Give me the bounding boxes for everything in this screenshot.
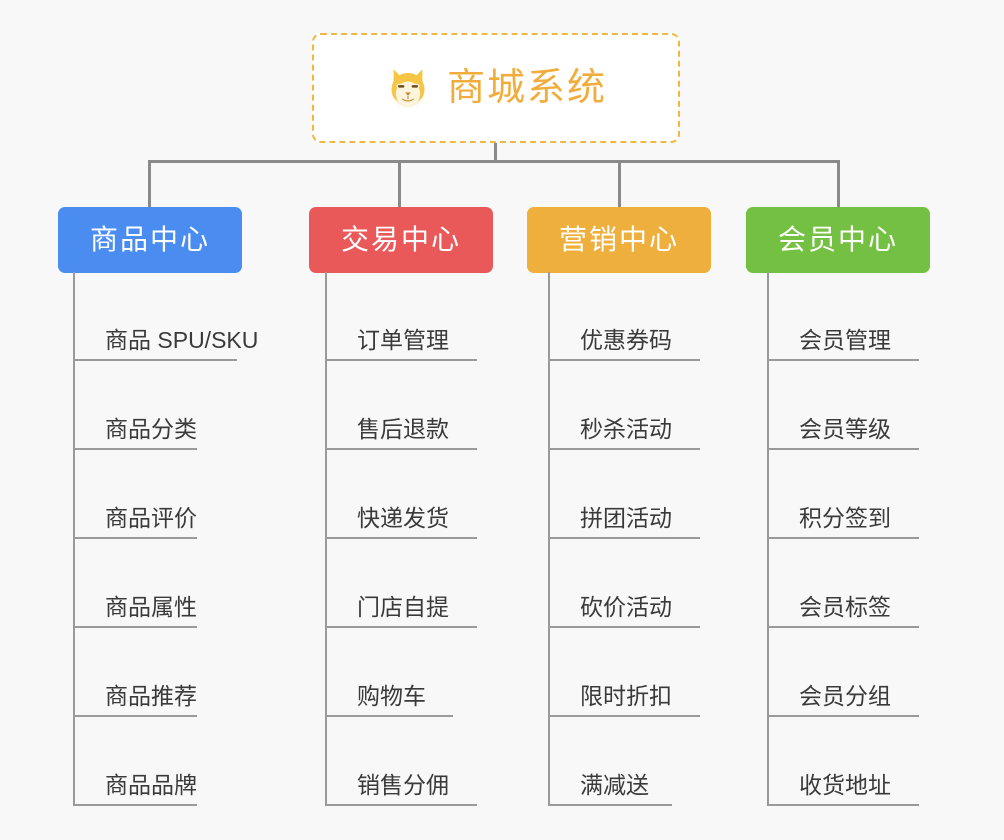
- leaf-item[interactable]: 商品属性: [73, 539, 273, 628]
- connector-horizontal-bus: [149, 160, 840, 163]
- leaf-item[interactable]: 商品推荐: [73, 628, 273, 717]
- leaf-item-label: 满减送: [580, 771, 649, 798]
- leaf-item-label: 商品推荐: [105, 682, 197, 709]
- leaf-item-label: 会员管理: [799, 326, 891, 353]
- leaf-column-member-center: 会员管理 会员等级 积分签到 会员标签 会员分组 收货地址: [767, 272, 967, 806]
- leaf-item-label: 销售分佣: [357, 771, 449, 798]
- leaf-item[interactable]: 砍价活动: [548, 539, 748, 628]
- category-box-member-center[interactable]: 会员中心: [746, 207, 930, 273]
- category-box-trade-center[interactable]: 交易中心: [309, 207, 493, 273]
- leaf-item[interactable]: 订单管理: [325, 272, 525, 361]
- column-trunk-line: [548, 272, 550, 806]
- column-trunk-line: [767, 272, 769, 806]
- leaf-item[interactable]: 满减送: [548, 717, 748, 806]
- leaf-item-label: 购物车: [357, 682, 426, 709]
- leaf-item-label: 限时折扣: [580, 682, 672, 709]
- leaf-item[interactable]: 优惠券码: [548, 272, 748, 361]
- leaf-item-label: 商品评价: [105, 504, 197, 531]
- connector-to-category-2: [618, 160, 621, 207]
- category-label: 营销中心: [558, 224, 679, 255]
- leaf-item[interactable]: 商品品牌: [73, 717, 273, 806]
- connector-root-stem: [494, 143, 497, 163]
- leaf-item-label: 快递发货: [357, 504, 449, 531]
- leaf-item[interactable]: 会员分组: [767, 628, 967, 717]
- connector-to-category-0: [148, 160, 151, 207]
- leaf-item[interactable]: 商品 SPU/SKU: [73, 272, 273, 361]
- connector-to-category-1: [398, 160, 401, 207]
- leaf-item-label: 砍价活动: [580, 593, 672, 620]
- leaf-item[interactable]: 拼团活动: [548, 450, 748, 539]
- leaf-item-label: 商品 SPU/SKU: [105, 326, 259, 353]
- leaf-item-label: 拼团活动: [580, 504, 672, 531]
- leaf-item[interactable]: 会员等级: [767, 361, 967, 450]
- leaf-item[interactable]: 购物车: [325, 628, 525, 717]
- leaf-item[interactable]: 售后退款: [325, 361, 525, 450]
- leaf-item-label: 商品品牌: [105, 771, 197, 798]
- column-trunk-line: [325, 272, 327, 806]
- leaf-item[interactable]: 门店自提: [325, 539, 525, 628]
- leaf-column-product-center: 商品 SPU/SKU 商品分类 商品评价 商品属性 商品推荐 商品品牌: [73, 272, 273, 806]
- category-label: 商品中心: [89, 224, 210, 255]
- leaf-item[interactable]: 积分签到: [767, 450, 967, 539]
- leaf-item[interactable]: 会员标签: [767, 539, 967, 628]
- leaf-item-label: 秒杀活动: [580, 415, 672, 442]
- leaf-item[interactable]: 收货地址: [767, 717, 967, 806]
- leaf-item-label: 会员等级: [799, 415, 891, 442]
- leaf-item-label: 收货地址: [799, 771, 891, 798]
- connector-to-category-3: [837, 160, 840, 207]
- category-box-marketing-center[interactable]: 营销中心: [527, 207, 711, 273]
- leaf-item[interactable]: 商品分类: [73, 361, 273, 450]
- leaf-item[interactable]: 秒杀活动: [548, 361, 748, 450]
- leaf-item-label: 积分签到: [799, 504, 891, 531]
- leaf-item[interactable]: 销售分佣: [325, 717, 525, 806]
- leaf-item[interactable]: 限时折扣: [548, 628, 748, 717]
- category-label: 会员中心: [777, 224, 898, 255]
- root-node-label: 商城系统: [446, 67, 607, 109]
- leaf-item-label: 会员标签: [799, 593, 891, 620]
- leaf-item[interactable]: 商品评价: [73, 450, 273, 539]
- leaf-item-label: 会员分组: [799, 682, 891, 709]
- leaf-column-marketing-center: 优惠券码 秒杀活动 拼团活动 砍价活动 限时折扣 满减送: [548, 272, 748, 806]
- leaf-column-trade-center: 订单管理 售后退款 快递发货 门店自提 购物车 销售分佣: [325, 272, 525, 806]
- leaf-item-label: 优惠券码: [580, 326, 672, 353]
- shiba-dog-face-icon: [391, 69, 425, 108]
- root-node-shop-system[interactable]: 商城系统: [312, 33, 680, 143]
- leaf-item-label: 订单管理: [357, 326, 449, 353]
- leaf-item-label: 商品分类: [105, 415, 197, 442]
- leaf-item-label: 售后退款: [357, 415, 449, 442]
- category-box-product-center[interactable]: 商品中心: [58, 207, 242, 273]
- leaf-item-label: 商品属性: [105, 593, 197, 620]
- category-label: 交易中心: [340, 224, 461, 255]
- leaf-item[interactable]: 会员管理: [767, 272, 967, 361]
- leaf-item[interactable]: 快递发货: [325, 450, 525, 539]
- column-trunk-line: [73, 272, 75, 806]
- leaf-item-label: 门店自提: [357, 593, 449, 620]
